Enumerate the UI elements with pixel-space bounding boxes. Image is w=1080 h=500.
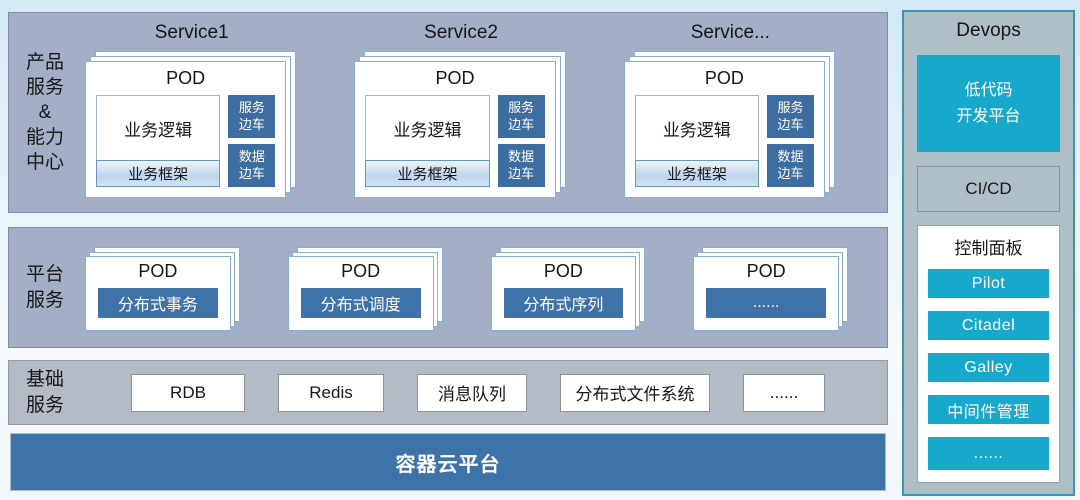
logic-column: 业务逻辑 业务框架 bbox=[365, 95, 490, 187]
devops-panel: Devops 低代码 开发平台 CI/CD 控制面板 Pilot Citadel… bbox=[902, 10, 1075, 496]
pod-card: POD 业务逻辑 业务框架 服务 边车 数据 边车 bbox=[85, 61, 287, 198]
service-groups: Service1 POD 业务逻辑 业务框架 服务 边车 数据 边车 bbox=[81, 13, 887, 212]
control-panel: 控制面板 Pilot Citadel Galley 中间件管理 ...... bbox=[917, 225, 1060, 483]
business-framework-box: 业务框架 bbox=[96, 160, 221, 187]
pod-card: POD 业务逻辑 业务框架 服务 边车 数据 边车 bbox=[623, 61, 825, 198]
pod-card: POD 分布式调度 bbox=[287, 256, 434, 331]
pod-card: POD 分布式事务 bbox=[85, 256, 231, 331]
basic-item-distributed-file-system: 分布式文件系统 bbox=[560, 373, 710, 412]
pod-title: POD bbox=[543, 261, 583, 281]
container-cloud-platform-bar: 容器云平台 bbox=[10, 433, 886, 491]
more-services-box: ...... bbox=[706, 288, 826, 318]
service-group-3: Service... POD 业务逻辑 业务框架 服务 边车 数据 边车 bbox=[623, 19, 837, 198]
service-sidecar-box: 服务 边车 bbox=[497, 95, 545, 138]
pod-stack-distributed-scheduling: POD 分布式调度 bbox=[287, 256, 434, 331]
platform-services-row: 平台 服务 POD 分布式事务 POD 分布式调度 POD 分布式序列 POD … bbox=[8, 227, 888, 348]
pod-title: POD bbox=[746, 261, 786, 281]
business-logic-box: 业务逻辑 bbox=[634, 95, 759, 161]
cicd-box: CI/CD bbox=[917, 166, 1060, 212]
business-framework-box: 业务框架 bbox=[365, 160, 490, 187]
service-sidecar-box: 服务 边车 bbox=[228, 95, 276, 138]
pod-body: 业务逻辑 业务框架 服务 边车 数据 边车 bbox=[96, 95, 276, 187]
product-services-row: 产品 服务 & 能力 中心 Service1 POD 业务逻辑 业务框架 服务 … bbox=[8, 12, 888, 213]
pod-stack: POD 业务逻辑 业务框架 服务 边车 数据 边车 bbox=[354, 61, 556, 198]
distributed-scheduling-box: 分布式调度 bbox=[300, 288, 421, 318]
data-sidecar-box: 数据 边车 bbox=[766, 144, 814, 187]
sidecar-column: 服务 边车 数据 边车 bbox=[228, 95, 276, 187]
sidecar-column: 服务 边车 数据 边车 bbox=[497, 95, 545, 187]
devops-title: Devops bbox=[956, 20, 1021, 41]
control-panel-item-citadel: Citadel bbox=[928, 311, 1049, 340]
logic-column: 业务逻辑 业务框架 bbox=[96, 95, 221, 187]
pod-title: POD bbox=[341, 261, 381, 281]
pod-card: POD ...... bbox=[693, 256, 839, 331]
control-panel-item-middleware-management: 中间件管理 bbox=[928, 395, 1049, 424]
pod-body: 业务逻辑 业务框架 服务 边车 数据 边车 bbox=[365, 95, 545, 187]
control-panel-item-pilot: Pilot bbox=[928, 269, 1049, 298]
control-panel-item-more: ...... bbox=[928, 437, 1049, 470]
service-group-2: Service2 POD 业务逻辑 业务框架 服务 边车 数据 边车 bbox=[354, 19, 567, 198]
business-logic-box: 业务逻辑 bbox=[365, 95, 490, 161]
basic-item-redis: Redis bbox=[278, 373, 384, 412]
lowcode-platform-box: 低代码 开发平台 bbox=[917, 55, 1060, 153]
basic-service-items: RDB Redis 消息队列 分布式文件系统 ...... bbox=[81, 373, 887, 412]
pod-title: POD bbox=[704, 68, 744, 88]
basic-services-row: 基础 服务 RDB Redis 消息队列 分布式文件系统 ...... bbox=[8, 360, 888, 425]
service-title: Service1 bbox=[154, 22, 229, 43]
pod-stack: POD 业务逻辑 业务框架 服务 边车 数据 边车 bbox=[623, 61, 825, 198]
pod-stack-distributed-transaction: POD 分布式事务 bbox=[85, 256, 231, 331]
pod-stack-more: POD ...... bbox=[693, 256, 839, 331]
data-sidecar-box: 数据 边车 bbox=[228, 144, 276, 187]
pod-card: POD 业务逻辑 业务框架 服务 边车 数据 边车 bbox=[354, 61, 556, 198]
business-framework-box: 业务框架 bbox=[634, 160, 759, 187]
logic-column: 业务逻辑 业务框架 bbox=[634, 95, 759, 187]
service-title: Service2 bbox=[424, 22, 498, 43]
container-cloud-platform-label: 容器云平台 bbox=[395, 453, 501, 476]
pod-stack-distributed-sequence: POD 分布式序列 bbox=[490, 256, 637, 331]
distributed-transaction-box: 分布式事务 bbox=[98, 288, 218, 318]
pod-title: POD bbox=[138, 261, 178, 281]
pod-title: POD bbox=[435, 68, 475, 88]
control-panel-title: 控制面板 bbox=[954, 239, 1023, 258]
platform-pods: POD 分布式事务 POD 分布式调度 POD 分布式序列 POD ...... bbox=[81, 228, 887, 347]
basic-services-label: 基础 服务 bbox=[25, 369, 64, 416]
product-services-label: 产品 服务 & 能力 中心 bbox=[25, 51, 64, 174]
basic-item-message-queue: 消息队列 bbox=[417, 373, 527, 412]
platform-services-label: 平台 服务 bbox=[25, 264, 64, 311]
pod-body: 业务逻辑 业务框架 服务 边车 数据 边车 bbox=[634, 95, 814, 187]
distributed-sequence-box: 分布式序列 bbox=[503, 288, 624, 318]
data-sidecar-box: 数据 边车 bbox=[497, 144, 545, 187]
service-sidecar-box: 服务 边车 bbox=[766, 95, 814, 138]
business-logic-box: 业务逻辑 bbox=[96, 95, 221, 161]
sidecar-column: 服务 边车 数据 边车 bbox=[766, 95, 814, 187]
pod-card: POD 分布式序列 bbox=[490, 256, 637, 331]
pod-title: POD bbox=[166, 68, 206, 88]
basic-item-more: ...... bbox=[743, 373, 825, 412]
basic-item-rdb: RDB bbox=[131, 373, 245, 412]
pod-stack: POD 业务逻辑 业务框架 服务 边车 数据 边车 bbox=[85, 61, 287, 198]
service-title: Service... bbox=[690, 22, 770, 43]
control-panel-item-galley: Galley bbox=[928, 353, 1049, 382]
service-group-1: Service1 POD 业务逻辑 业务框架 服务 边车 数据 边车 bbox=[85, 19, 298, 198]
